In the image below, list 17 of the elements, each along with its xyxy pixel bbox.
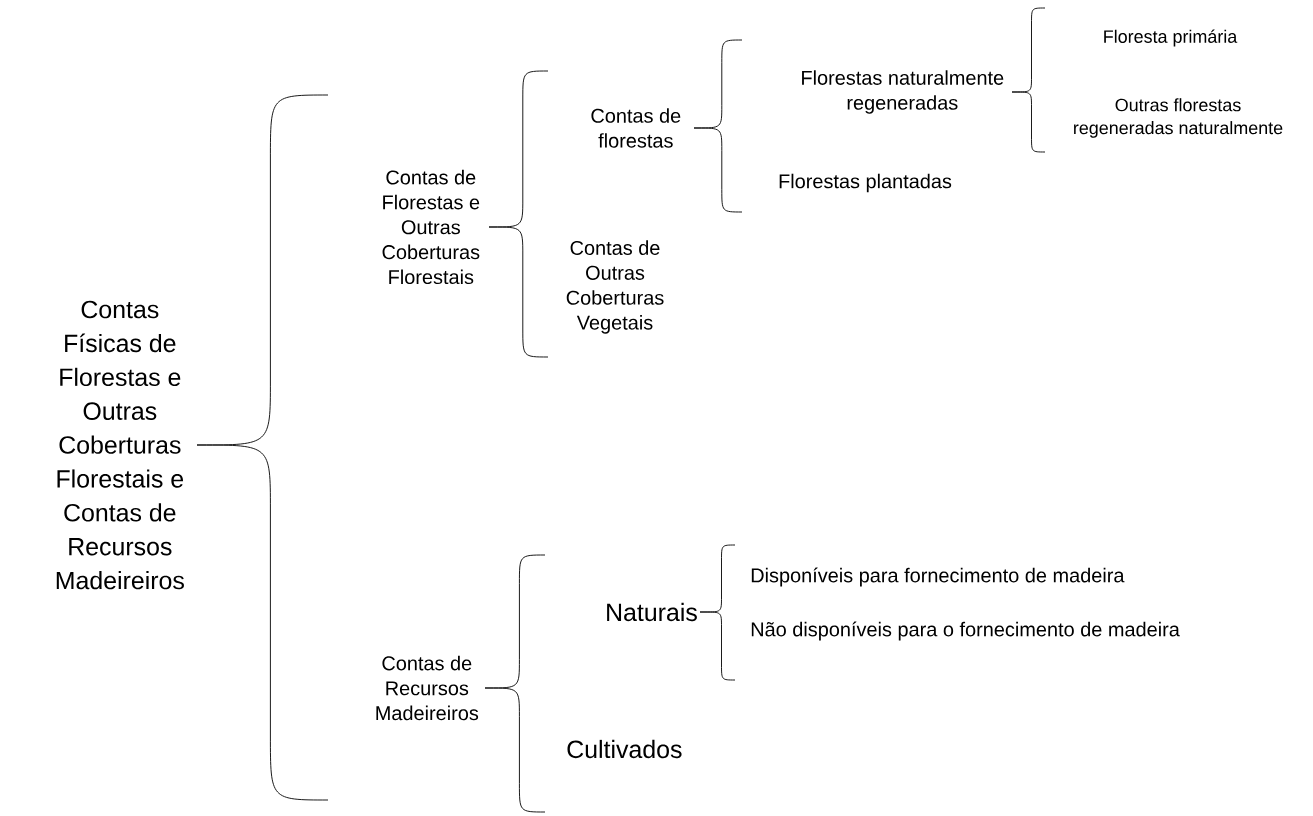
tree-label: Florestas naturalmente regeneradas xyxy=(802,70,1004,114)
tree-label: Contas de florestas xyxy=(591,108,681,148)
tree-label: Florestas plantadas xyxy=(779,173,952,193)
tree-label: Contas de Recursos Madeireiros xyxy=(376,655,479,721)
tree-label: Não disponíveis para o fornecimento de madeira xyxy=(751,621,1180,641)
tree-label: Outras florestas regeneradas naturalmente xyxy=(1074,98,1283,138)
tree-label: Contas de Florestas e Outras Coberturas Florestais xyxy=(382,169,480,285)
tree-label: Contas Físicas de Florestas e Outras Coberturas Florestais e Contas de Recursos Madeireiros xyxy=(56,300,184,590)
brace xyxy=(196,444,329,801)
tree-label: Floresta primária xyxy=(1104,29,1238,47)
brace xyxy=(484,687,546,813)
tree-label: Cultivados xyxy=(567,739,682,759)
tree-label: Disponíveis para fornecimento de madeira xyxy=(751,567,1125,587)
tree-label: Naturais xyxy=(607,602,697,622)
brace xyxy=(488,226,549,358)
brace xyxy=(693,127,743,213)
tree-label: Contas de Outras Coberturas Vegetais xyxy=(566,240,664,334)
